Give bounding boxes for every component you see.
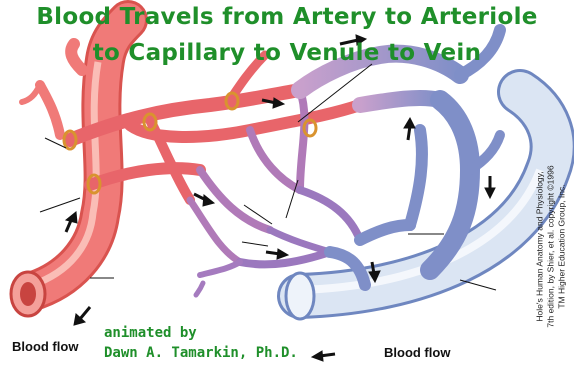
copyright-line-1: Hole's Human Anatomy and Physiology, xyxy=(535,122,546,372)
blood-flow-label-left: Blood flow xyxy=(12,339,78,354)
flow-arrow-icon xyxy=(266,249,288,259)
copyright-notice: Hole's Human Anatomy and Physiology, 7th… xyxy=(535,122,568,372)
flow-arrow-icon xyxy=(66,212,77,232)
title-line-2: to Capillary to Venule to Vein xyxy=(0,40,574,66)
animator-credit-line-2: Dawn A. Tamarkin, Ph.D. xyxy=(104,345,298,361)
flow-arrow-icon xyxy=(194,194,214,206)
vein-opening xyxy=(286,273,314,319)
copyright-line-2: 7th edition, by Shier, et al. copyright … xyxy=(546,122,557,372)
flow-arrow-icon xyxy=(404,118,415,140)
copyright-line-3: TM Higher Education Group, Inc. xyxy=(557,122,568,372)
animator-credit-line-1: animated by xyxy=(104,325,197,341)
flow-arrows xyxy=(66,35,495,361)
flow-arrow-icon xyxy=(312,351,335,361)
blood-flow-label-right: Blood flow xyxy=(384,345,450,360)
title-line-1: Blood Travels from Artery to Arteriole xyxy=(0,4,574,30)
flow-arrow-icon xyxy=(485,176,495,198)
flow-arrow-icon xyxy=(74,307,90,325)
